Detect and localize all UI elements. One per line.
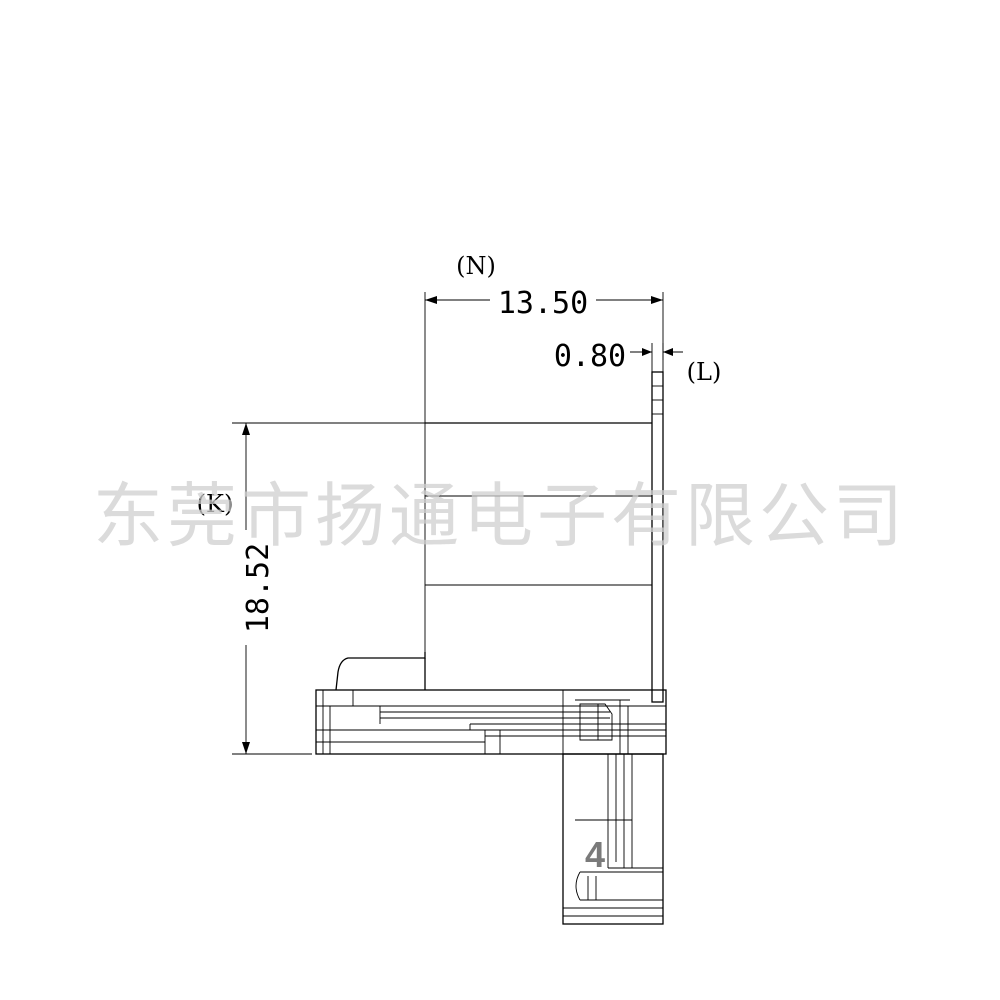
- dimension-thickness: 0.80 (L): [554, 339, 721, 386]
- thickness-label: (L): [687, 358, 722, 386]
- width-value: 13.50: [498, 286, 588, 321]
- height-value: 18.52: [241, 543, 276, 633]
- pin-number-label: 4: [585, 834, 605, 875]
- dimension-height: 18.52 (K): [197, 422, 425, 755]
- dimension-width: 13.50 (N): [424, 252, 664, 690]
- company-watermark: 东莞市扬通电子有限公司: [93, 475, 907, 557]
- height-label: (K): [197, 490, 234, 518]
- thickness-value: 0.80: [554, 339, 626, 374]
- width-label: (N): [456, 252, 496, 280]
- component-body: [315, 371, 667, 925]
